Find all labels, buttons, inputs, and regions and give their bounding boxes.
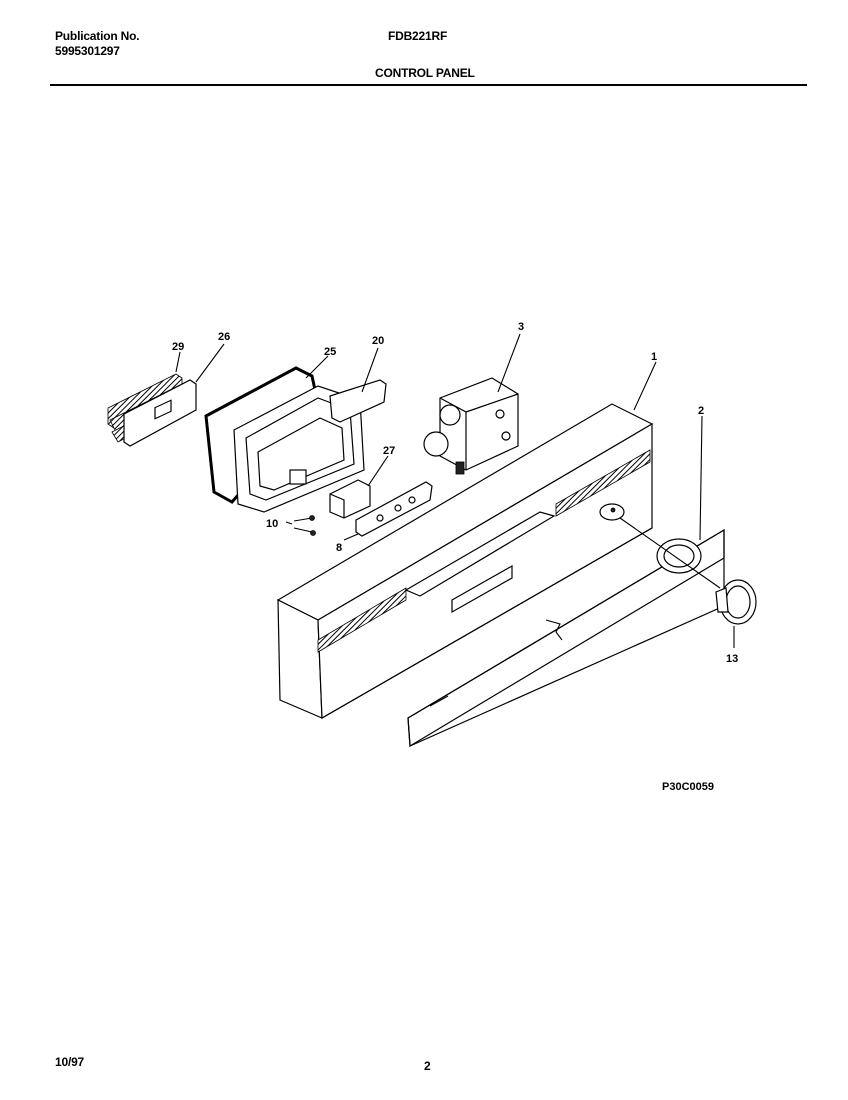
model-number: FDB221RF: [388, 29, 448, 43]
publication-label: Publication No.: [55, 29, 140, 43]
callout-13: 13: [726, 653, 738, 665]
publication-number: 5995301297: [55, 44, 120, 58]
callout-10: 10: [266, 518, 278, 530]
callout-20: 20: [372, 335, 384, 347]
callout-26: 26: [218, 331, 230, 343]
callout-8: 8: [336, 542, 342, 554]
part-8-bracket: [355, 481, 433, 537]
part-10-screws: [293, 515, 316, 536]
header-divider: [50, 84, 807, 86]
callout-27: 27: [383, 445, 395, 457]
section-title: CONTROL PANEL: [375, 66, 475, 80]
callout-2: 2: [698, 405, 704, 417]
figure-code: P30C0059: [662, 781, 714, 793]
part-1-console-panel: [276, 403, 654, 720]
part-27-switch: [329, 479, 371, 519]
callout-25: 25: [324, 346, 336, 358]
callout-1: 1: [651, 351, 657, 363]
callout-29: 29: [172, 341, 184, 353]
footer-date: 10/97: [55, 1055, 85, 1069]
part-3-timer: [423, 377, 519, 475]
part-26-cover-plate: [123, 379, 197, 447]
leader-lines: [175, 333, 735, 648]
part-13-knob: [715, 579, 757, 625]
page-number: 2: [424, 1059, 431, 1073]
part-2-front-overlay: [407, 528, 725, 748]
part-20-dispenser-housing: [233, 379, 387, 513]
callout-3: 3: [518, 321, 524, 333]
